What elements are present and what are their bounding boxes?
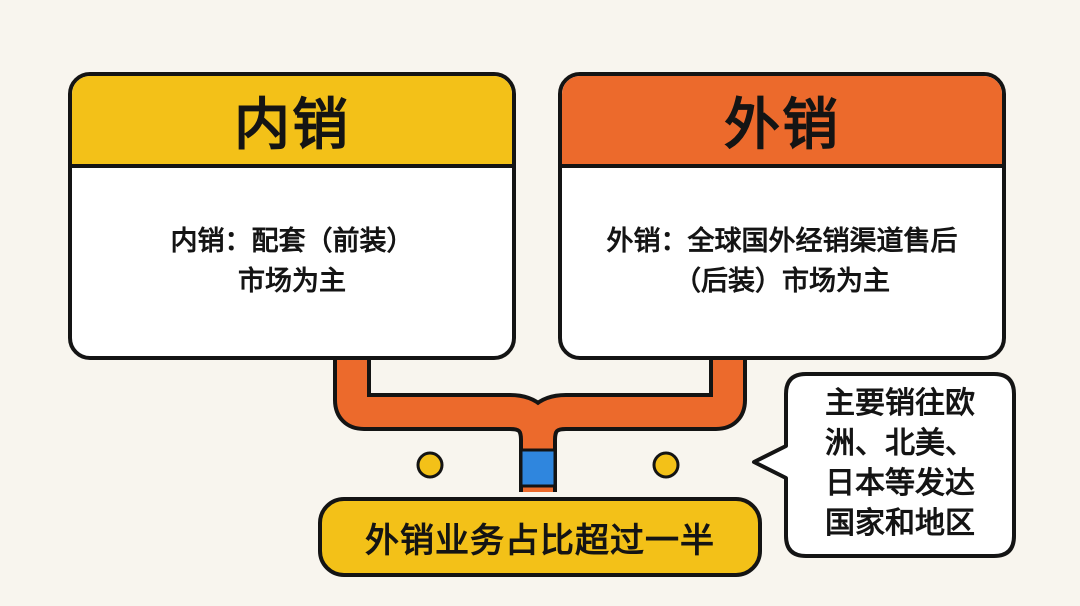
callout-line-3: 日本等发达 [825, 466, 975, 501]
connector-fill [337, 358, 743, 492]
domestic-sales-description: 内销：配套（前装） 市场为主 [171, 222, 414, 303]
summary-text: 外销业务占比超过一半 [365, 520, 715, 561]
domestic-sales-title: 内销 [234, 92, 350, 158]
domestic-sales-line-2: 市场为主 [238, 266, 346, 297]
callout-bubble [752, 372, 1016, 558]
callout-text: 主要销往欧 洲、北美、 日本等发达 国家和地区 [800, 384, 1000, 544]
export-sales-body: 外销：全球国外经销渠道售后 （后装）市场为主 [562, 168, 1002, 356]
domestic-sales-card: 内销 内销：配套（前装） 市场为主 [68, 72, 516, 360]
export-sales-line-2: （后装）市场为主 [674, 266, 890, 297]
domestic-sales-body: 内销：配套（前装） 市场为主 [72, 168, 512, 356]
export-sales-description: 外销：全球国外经销渠道售后 （后装）市场为主 [607, 222, 958, 303]
summary-pill: 外销业务占比超过一半 [318, 497, 762, 577]
connector-blue-band [519, 448, 557, 488]
export-sales-line-1: 外销：全球国外经销渠道售后 [606, 225, 958, 257]
callout-line-2: 洲、北美、 [825, 426, 975, 461]
callout-line-1: 主要销往欧 [825, 386, 975, 421]
domestic-sales-header: 内销 [72, 76, 512, 168]
domestic-sales-line-1: 内销：配套（前装） [170, 225, 414, 257]
export-sales-card: 外销 外销：全球国外经销渠道售后 （后装）市场为主 [558, 72, 1006, 360]
export-sales-header: 外销 [562, 76, 1002, 168]
decor-dot-right [652, 451, 680, 479]
callout-line-4: 国家和地区 [825, 506, 975, 541]
decor-dot-left [416, 451, 444, 479]
export-sales-title: 外销 [724, 92, 840, 158]
